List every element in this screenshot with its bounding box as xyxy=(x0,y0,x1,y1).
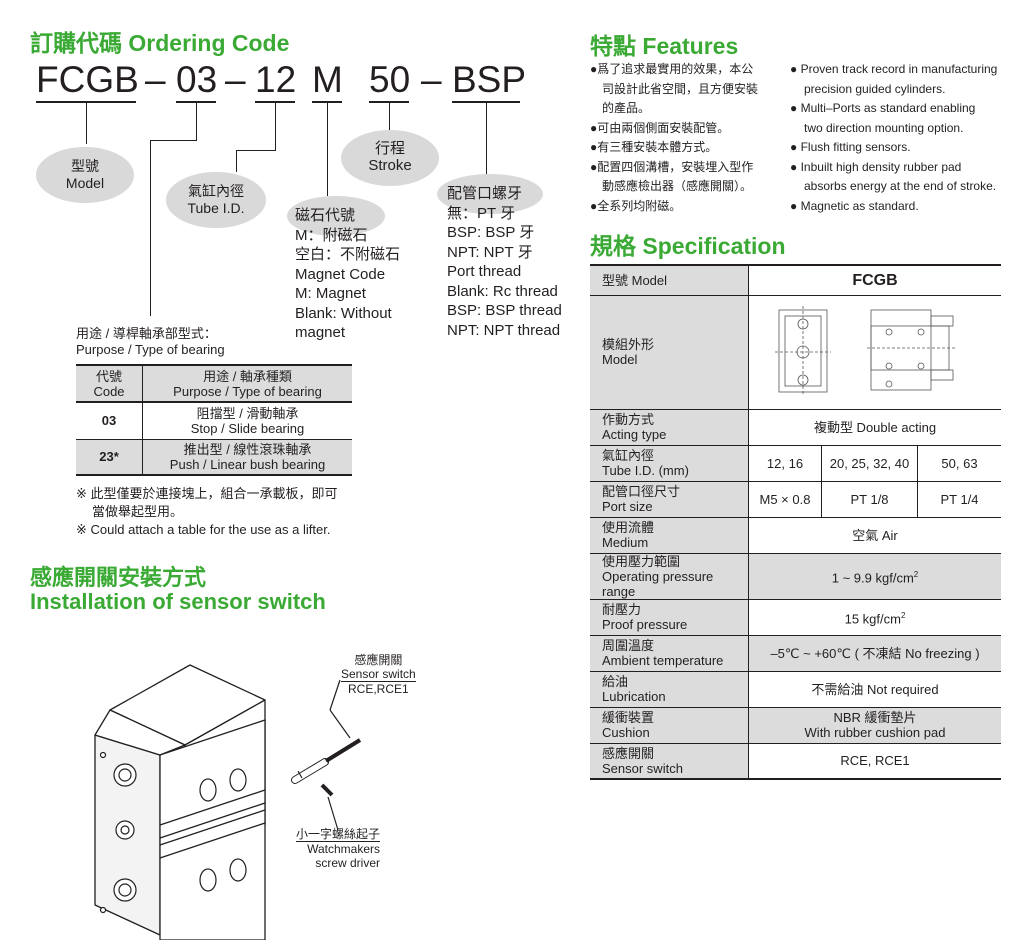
ordering-code-heading: 訂購代碼 Ordering Code xyxy=(30,30,290,56)
code-port: BSP xyxy=(452,59,527,100)
features-zh-list: ●爲了追求最實用的效果，本公 司設計此省空間，且方便安裝 的產品。 ●可由兩個側… xyxy=(590,60,758,216)
code-magnet: M xyxy=(312,59,343,100)
code-dash: – xyxy=(225,59,246,100)
port-thread-bubble xyxy=(437,174,543,214)
list-item: ● Multi–Ports as standard enabling xyxy=(790,101,976,115)
model-outline-drawing xyxy=(748,295,1001,410)
list-item: ● Magnetic as standard. xyxy=(790,198,919,213)
code-dash: – xyxy=(145,59,166,100)
list-item: ●有三種安裝本體方式。 xyxy=(590,140,718,154)
stroke-bubble: 行程 Stroke xyxy=(341,130,439,186)
code-series: FCGB xyxy=(36,59,139,100)
list-item: ●爲了追求最實用的效果，本公 xyxy=(590,62,754,76)
purpose-label: 用途 / 導桿軸承部型式： Purpose / Type of bearing xyxy=(76,326,225,357)
sensor-heading-zh: 感應開關安裝方式 xyxy=(30,565,207,590)
features-en-list: ● Proven track record in manufacturing p… xyxy=(790,60,997,216)
sensor-switch-label: 感應開關 Sensor switch RCE,RCE1 xyxy=(341,653,416,696)
tube-id-bubble: 氣缸內徑 Tube I.D. xyxy=(166,172,266,228)
code-purpose: 03 xyxy=(176,59,218,100)
sensor-heading-en: Installation of sensor switch xyxy=(30,589,326,614)
list-item: ●可由兩個側面安裝配管。 xyxy=(590,120,730,135)
code-tube: 12 xyxy=(255,59,297,100)
screwdriver-label: 小一字螺絲起子 Watchmakers screw driver xyxy=(296,827,381,870)
code-stroke: 50 xyxy=(369,59,411,100)
model-bubble: 型號 Model xyxy=(36,147,134,203)
list-item: ●全系列均附磁。 xyxy=(590,198,682,213)
specification-heading: 規格 Specification xyxy=(590,233,786,259)
port-thread-block: 配管口螺牙 無：PT 牙 BSP: BSP 牙 NPT: NPT 牙 Port … xyxy=(447,185,562,339)
list-item: ●配置四個溝槽，安裝埋入型作 xyxy=(590,159,754,174)
magnet-bubble xyxy=(287,196,385,236)
features-heading: 特點 Features xyxy=(590,33,739,59)
table-row: 型號 Model FCGB xyxy=(590,265,1001,296)
lifter-note: ※ 此型僅要於連接塊上，組合一承載板，即可 當做舉起型用。 ※ Could at… xyxy=(76,486,338,537)
list-item: ● Flush fitting sensors. xyxy=(790,140,911,154)
sensor-install-drawing xyxy=(94,664,362,940)
list-item: ● Proven track record in manufacturing xyxy=(790,62,998,76)
list-item: ● Inbuilt high density rubber pad xyxy=(790,159,962,174)
magnet-code-block: 磁石代號 M：附磁石 空白：不附磁石 Magnet Code M: Magnet… xyxy=(295,207,401,341)
code-dash: – xyxy=(421,59,442,100)
